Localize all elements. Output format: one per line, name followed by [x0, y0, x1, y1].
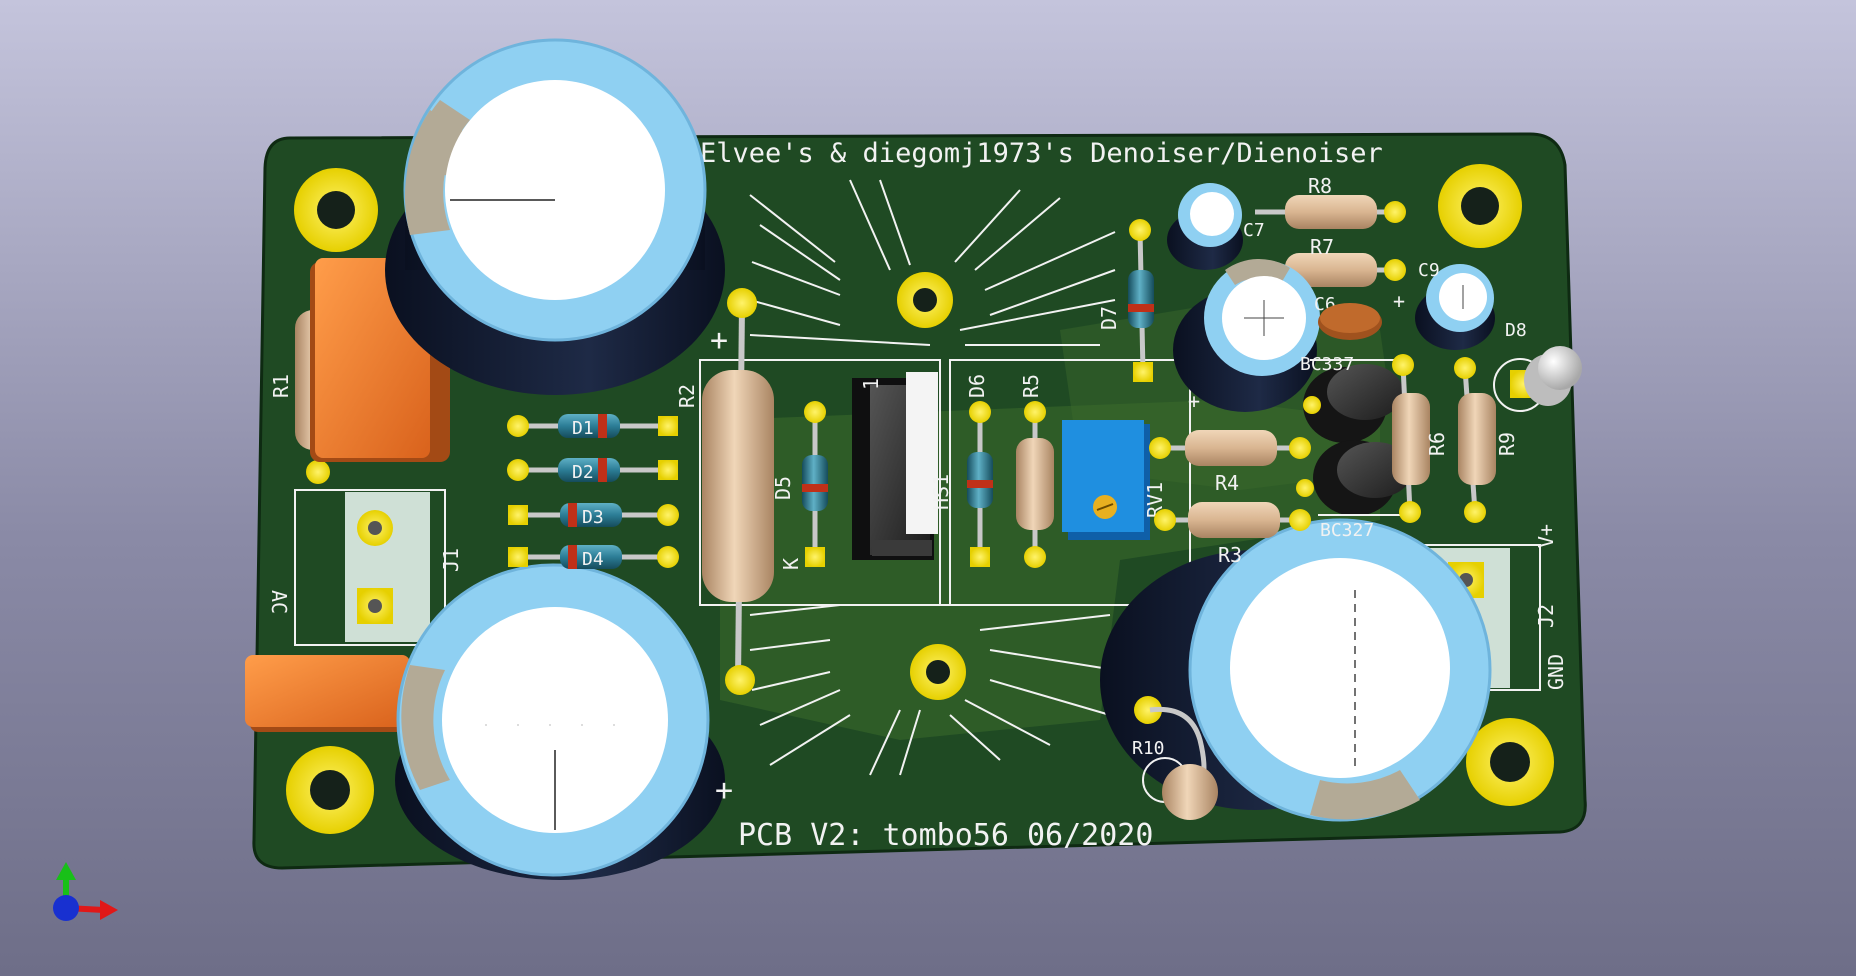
- label-plus-c9: +: [1393, 289, 1405, 313]
- label-j2: J2: [1534, 604, 1558, 628]
- resistor-r6: [1392, 354, 1430, 523]
- label-j1: J1: [439, 548, 463, 572]
- axes-orientation-gizmo[interactable]: [53, 862, 118, 921]
- label-bc327: BC327: [1320, 520, 1374, 541]
- electrolytic-capacitor-bottom-right: [1100, 518, 1492, 822]
- label-r2: R2: [675, 384, 699, 408]
- diode-d3: [508, 503, 679, 527]
- mounting-hole-top-right: [1438, 164, 1522, 248]
- label-c7: C7: [1243, 220, 1265, 241]
- label-r6: R6: [1425, 432, 1449, 456]
- label-r9: R9: [1495, 432, 1519, 456]
- ceramic-capacitor: [1318, 303, 1382, 340]
- ic-outline-boxes: [294, 359, 1541, 691]
- label-r1: R1: [269, 374, 293, 398]
- label-d6: D6: [965, 374, 989, 398]
- diode-d2: [507, 458, 678, 482]
- label-c9: C9: [1418, 260, 1440, 281]
- diode-d7: [1128, 219, 1154, 382]
- label-r4: R4: [1215, 471, 1239, 495]
- board-footer: PCB V2: tombo56 06/2020: [738, 818, 1153, 853]
- electrolytic-capacitor-bottom-left: [395, 563, 725, 880]
- label-r7: R7: [1310, 235, 1334, 259]
- resistor-r4: [1149, 430, 1311, 466]
- trimmer-rv1: [1062, 420, 1150, 540]
- capacitor-c6-electrolytic: [1173, 259, 1320, 412]
- transistor-bc337: [1303, 359, 1408, 443]
- label-r5: R5: [1019, 374, 1043, 398]
- label-k: K: [779, 558, 803, 570]
- label-plus-c2: +: [715, 773, 733, 808]
- heatsink-hole-top: [897, 272, 953, 328]
- label-r3: R3: [1218, 543, 1242, 567]
- resistor-r3: [1154, 502, 1311, 538]
- label-hs1: HS1: [929, 474, 953, 510]
- electrolytic-capacitor-top-left: [385, 38, 725, 395]
- mounting-hole-bottom-left: [286, 746, 374, 834]
- heatsink-outline-top: [749, 179, 1116, 346]
- label-d1: D1: [572, 418, 594, 439]
- label-d2: D2: [572, 462, 594, 483]
- capacitor-c7: [1167, 183, 1243, 270]
- label-d3: D3: [582, 507, 604, 528]
- label-d7: D7: [1097, 306, 1121, 330]
- connector-j1: [345, 492, 430, 642]
- label-plus-c1: +: [710, 323, 728, 358]
- diode-d4: [508, 545, 679, 569]
- label-bc337: BC337: [1300, 354, 1354, 375]
- resistor-r2: [702, 288, 774, 695]
- diode-d1: [507, 414, 678, 438]
- label-plus-c6: +: [1188, 389, 1200, 413]
- label-j1-ac: AC: [267, 590, 291, 614]
- heatsink-hole-bottom: [910, 644, 966, 700]
- label-d8: D8: [1505, 320, 1527, 341]
- film-capacitor-bottom: [245, 655, 430, 732]
- diode-d5: [802, 401, 828, 567]
- label-r8: R8: [1308, 174, 1332, 198]
- label-d4: D4: [582, 549, 604, 570]
- label-d5: D5: [771, 476, 795, 500]
- label-r10: R10: [1132, 738, 1165, 759]
- resistor-r8: [1255, 195, 1406, 229]
- mounting-hole-bottom-right: [1466, 718, 1554, 806]
- label-j2-gnd: GND: [1544, 654, 1568, 690]
- resistor-r5: [1016, 401, 1054, 568]
- label-u1: 1: [859, 378, 883, 390]
- resistor-r10: [1134, 696, 1218, 820]
- mounting-hole-top-left: [294, 168, 378, 252]
- board-title: Elvee's & diegomj1973's Denoiser/Dienois…: [700, 138, 1383, 169]
- diode-d6: [967, 401, 993, 567]
- led-d8: [1493, 346, 1582, 412]
- regulator-u1: [852, 372, 938, 560]
- resistor-r9: [1454, 357, 1496, 523]
- label-j2-vplus: V+: [1534, 524, 1558, 548]
- capacitor-c9: [1415, 264, 1495, 350]
